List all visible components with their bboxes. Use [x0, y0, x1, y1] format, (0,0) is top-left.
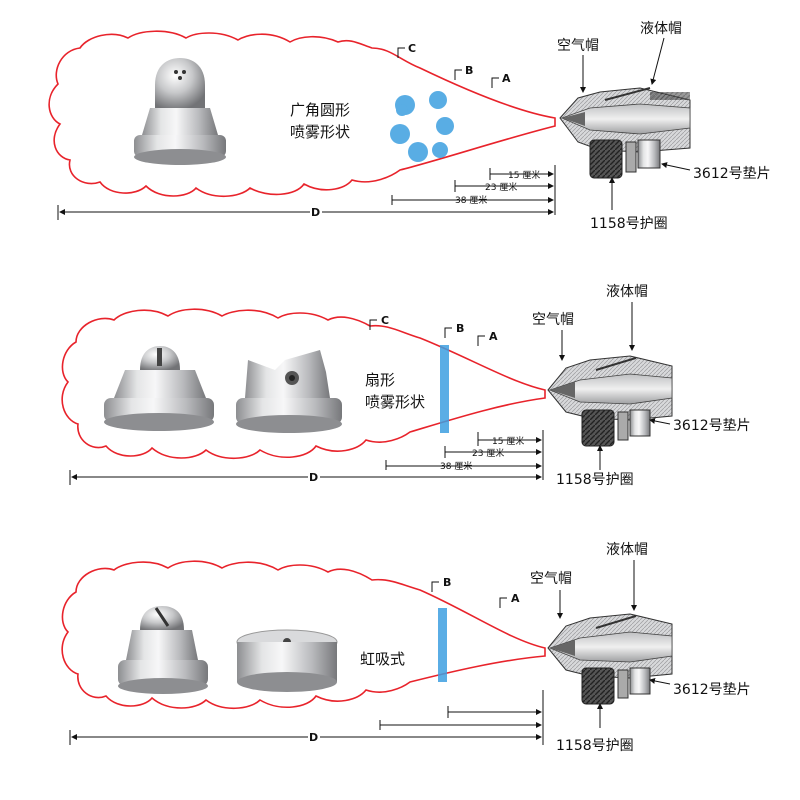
air-cap-label: 空气帽 — [557, 38, 599, 54]
overall-distance-d: D — [311, 206, 320, 219]
mark-a: A — [511, 592, 520, 605]
siphon-air-cap-image-2 — [236, 629, 338, 692]
mark-b: B — [465, 64, 473, 77]
distance-dimensions — [69, 430, 544, 485]
retaining-ring-label: 1158号护圈 — [556, 738, 634, 754]
pattern-label-line-1: 虹吸式 — [360, 650, 405, 668]
overall-distance-d: D — [309, 471, 318, 484]
pattern-label-line-1: 广角圆形 — [290, 101, 350, 119]
mark-b: B — [443, 576, 451, 589]
air-cap-label: 空气帽 — [530, 571, 572, 587]
spray-band-siphon — [438, 608, 447, 682]
position-marks: B A — [431, 576, 520, 608]
fluid-cap-label: 液体帽 — [606, 542, 648, 558]
fluid-cap-label: 液体帽 — [640, 21, 682, 37]
distance-23: 23 厘米 — [472, 447, 504, 459]
spray-envelope — [48, 30, 556, 198]
siphon-air-cap-image-1 — [118, 606, 208, 694]
mark-c: C — [408, 42, 416, 55]
distance-38: 38 厘米 — [455, 194, 487, 206]
distance-dimensions — [69, 690, 544, 745]
distance-23: 23 厘米 — [485, 181, 517, 193]
fan-air-cap-image-2 — [236, 350, 342, 433]
distance-15: 15 厘米 — [492, 435, 524, 447]
distance-38: 38 厘米 — [440, 460, 472, 472]
overall-distance-d: D — [309, 731, 318, 744]
position-marks: C B A — [369, 314, 498, 346]
diagram-2-fan-pattern: 扇形 喷雾形状 C B A 15 厘米 23 厘米 38 厘米 D — [61, 284, 751, 488]
retaining-ring-label: 1158号护圈 — [556, 472, 634, 488]
part-leaders — [559, 302, 671, 470]
diagram-1-round-pattern: 广角圆形 喷雾形状 C B A — [48, 21, 771, 232]
mark-c: C — [381, 314, 389, 327]
gasket-label: 3612号垫片 — [693, 166, 771, 182]
part-leaders — [580, 37, 691, 210]
gun-head-cutaway — [547, 613, 673, 705]
fan-air-cap-image-1 — [104, 346, 214, 431]
position-marks: C B A — [397, 42, 511, 88]
spray-envelope — [61, 560, 546, 710]
spray-dots-round — [390, 91, 454, 162]
fluid-cap-label: 液体帽 — [606, 284, 648, 300]
gasket-label: 3612号垫片 — [673, 418, 751, 434]
gun-head-cutaway — [559, 87, 691, 179]
mark-a: A — [489, 330, 498, 343]
mark-b: B — [456, 322, 464, 335]
distance-15: 15 厘米 — [508, 169, 540, 181]
spray-band-fan — [440, 345, 449, 433]
mark-a: A — [502, 72, 511, 85]
pattern-label-line-2: 喷雾形状 — [290, 123, 350, 141]
pattern-label-line-2: 喷雾形状 — [365, 393, 425, 411]
distance-dimensions — [57, 165, 556, 220]
part-leaders — [557, 560, 671, 728]
air-cap-label: 空气帽 — [532, 312, 574, 328]
retaining-ring-label: 1158号护圈 — [590, 216, 668, 232]
spray-envelope — [61, 308, 546, 460]
gasket-label: 3612号垫片 — [673, 682, 751, 698]
round-air-cap-image — [134, 58, 226, 165]
gun-head-cutaway — [547, 355, 673, 447]
diagram-3-siphon: 虹吸式 B A D — [61, 542, 751, 754]
pattern-label-line-1: 扇形 — [365, 371, 395, 389]
